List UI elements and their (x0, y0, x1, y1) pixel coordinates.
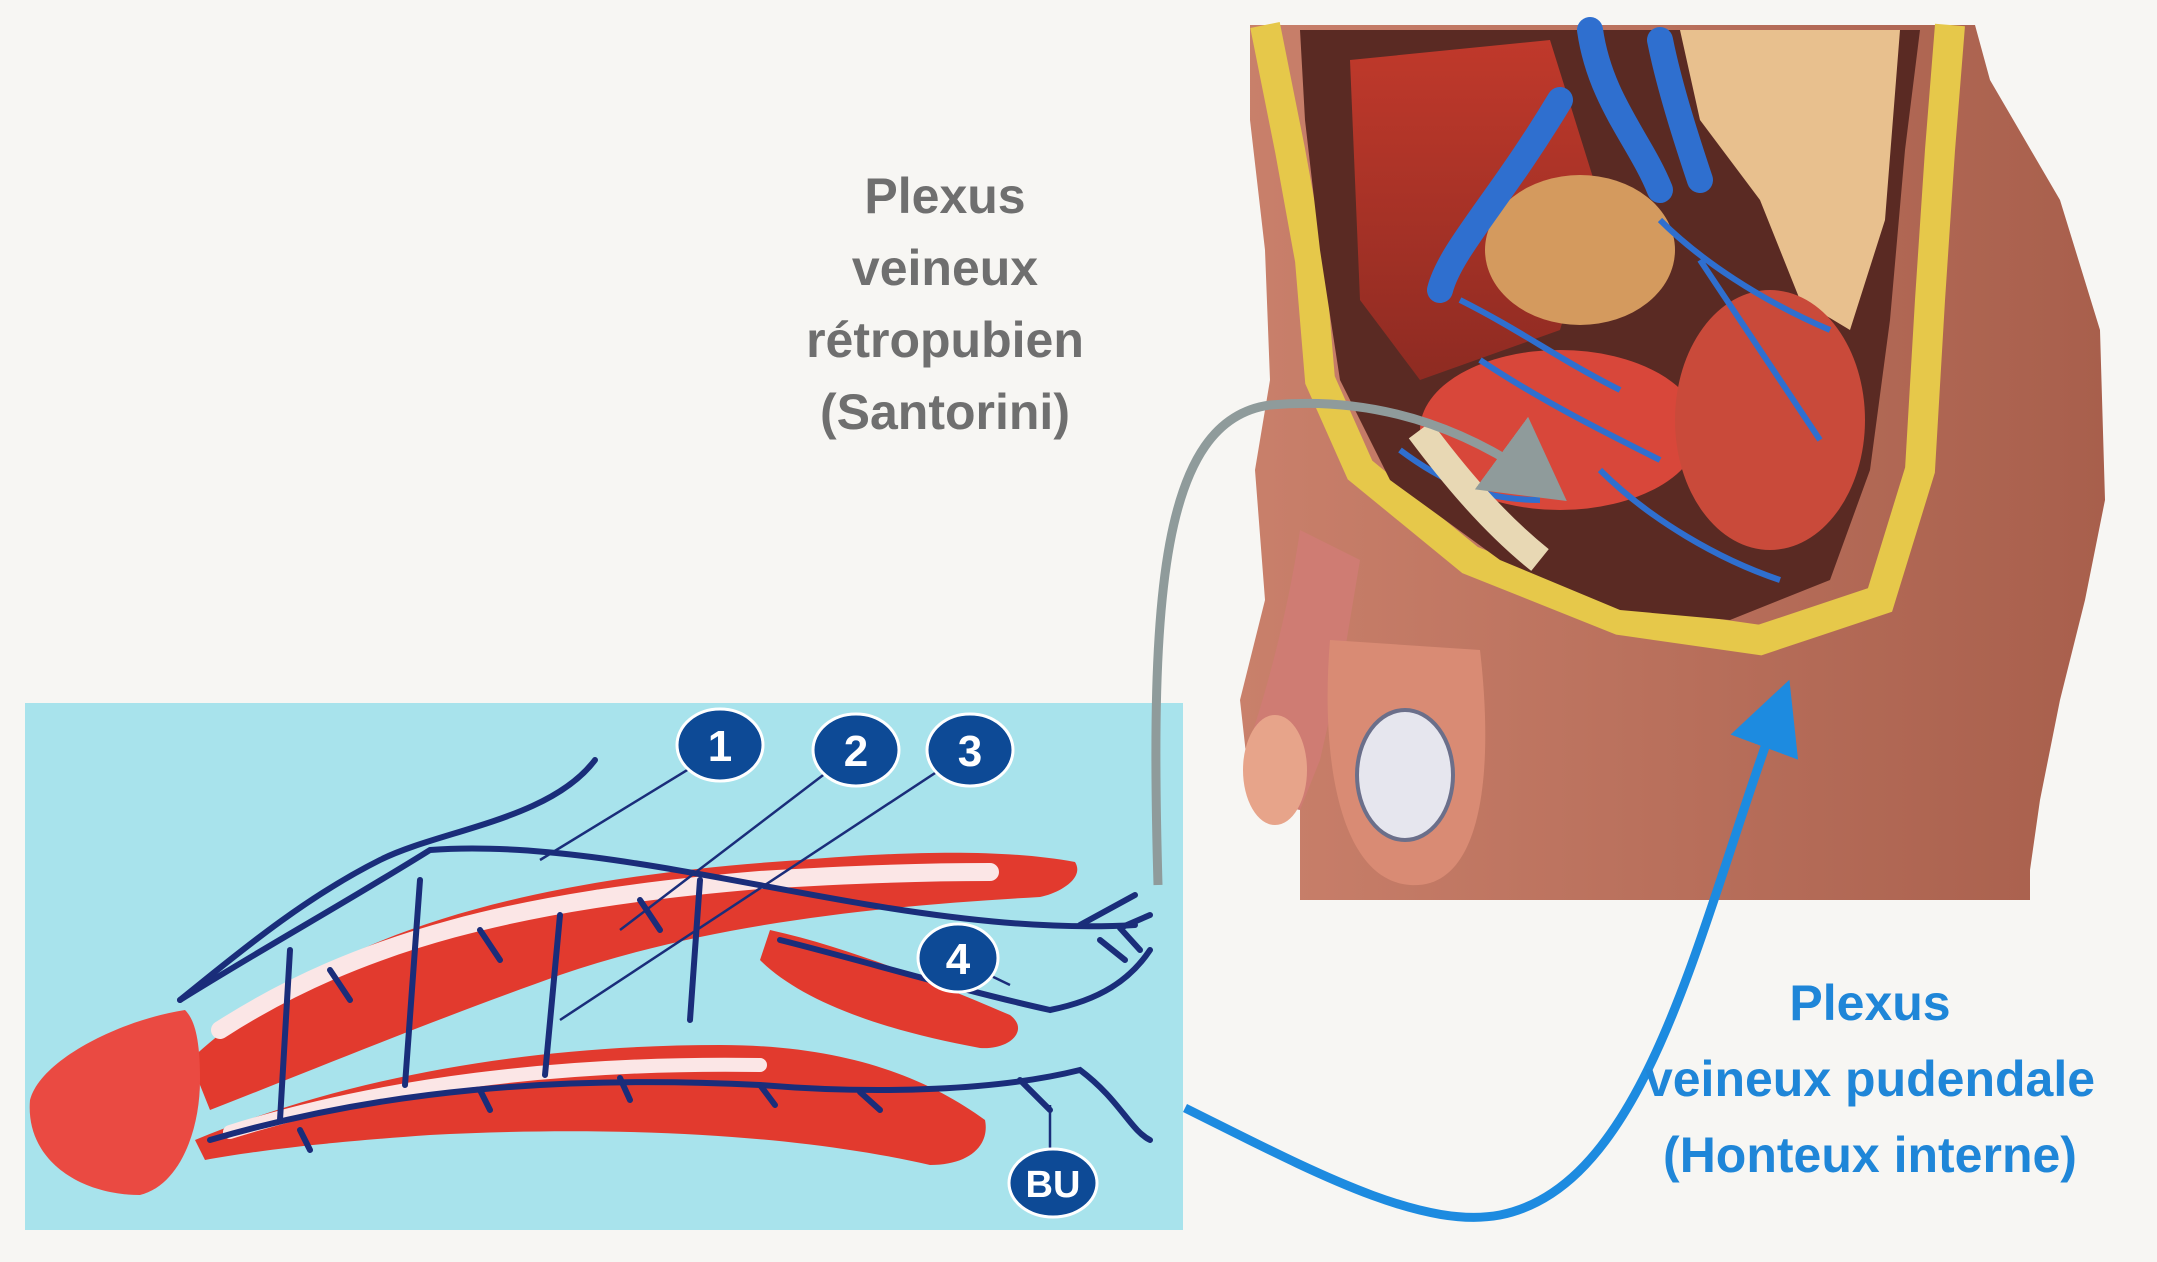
marker-bu: BU (1007, 1147, 1099, 1219)
marker-1: 1 (675, 707, 765, 783)
pudendal-label-line3: (Honteux interne) (1663, 1127, 2077, 1183)
spongiosum-highlight (223, 1057, 767, 1139)
bladder (1485, 175, 1675, 325)
marker-bu-text: BU (1026, 1164, 1081, 1206)
venous-network-pelvis (1398, 217, 1832, 583)
corpus-spongiosum (195, 1045, 986, 1165)
rectum (1675, 290, 1865, 550)
pudendal-arrow (1183, 679, 1799, 1222)
marker-2-text: 2 (844, 727, 868, 776)
glans (29, 1010, 200, 1195)
retropubic-label-line4: (Santorini) (820, 384, 1070, 440)
penile-veins (177, 757, 1153, 1153)
marker-4-text: 4 (946, 935, 971, 984)
retropubic-arrow (1151, 398, 1567, 886)
pudendal-plexus-label: Plexus veineux pudendale (Honteux intern… (1590, 965, 2150, 1193)
marker-3: 3 (925, 712, 1015, 788)
retropubic-label-line1: Plexus (864, 168, 1026, 224)
inset-panel (25, 703, 1183, 1230)
sacrum-bone (1680, 30, 1900, 330)
pudendal-label-line1: Plexus (1789, 975, 1951, 1031)
pubic-bone (1408, 421, 1549, 571)
iliac-vein (1427, 17, 1713, 303)
glans-sagittal (1243, 715, 1307, 825)
pelvis-sagittal-illustration (1240, 17, 2105, 900)
marker-1-text: 1 (708, 722, 732, 771)
marker-2: 2 (811, 712, 901, 788)
retropubic-label-line2: veineux (851, 240, 1039, 296)
testis (1355, 708, 1455, 842)
fat-layer (1250, 22, 1965, 656)
retropubic-label-line3: rétropubien (806, 312, 1084, 368)
marker-4: 4 (916, 922, 1000, 994)
penile-venous-inset: 1 2 3 4 BU (25, 703, 1183, 1230)
retropubic-plexus-label: Plexus veineux rétropubien (Santorini) (760, 160, 1130, 448)
pudendal-label-line2: veineux pudendale (1644, 1051, 2096, 1107)
marker-3-text: 3 (958, 727, 982, 776)
corpus-cavernosum-middle (760, 930, 1019, 1049)
